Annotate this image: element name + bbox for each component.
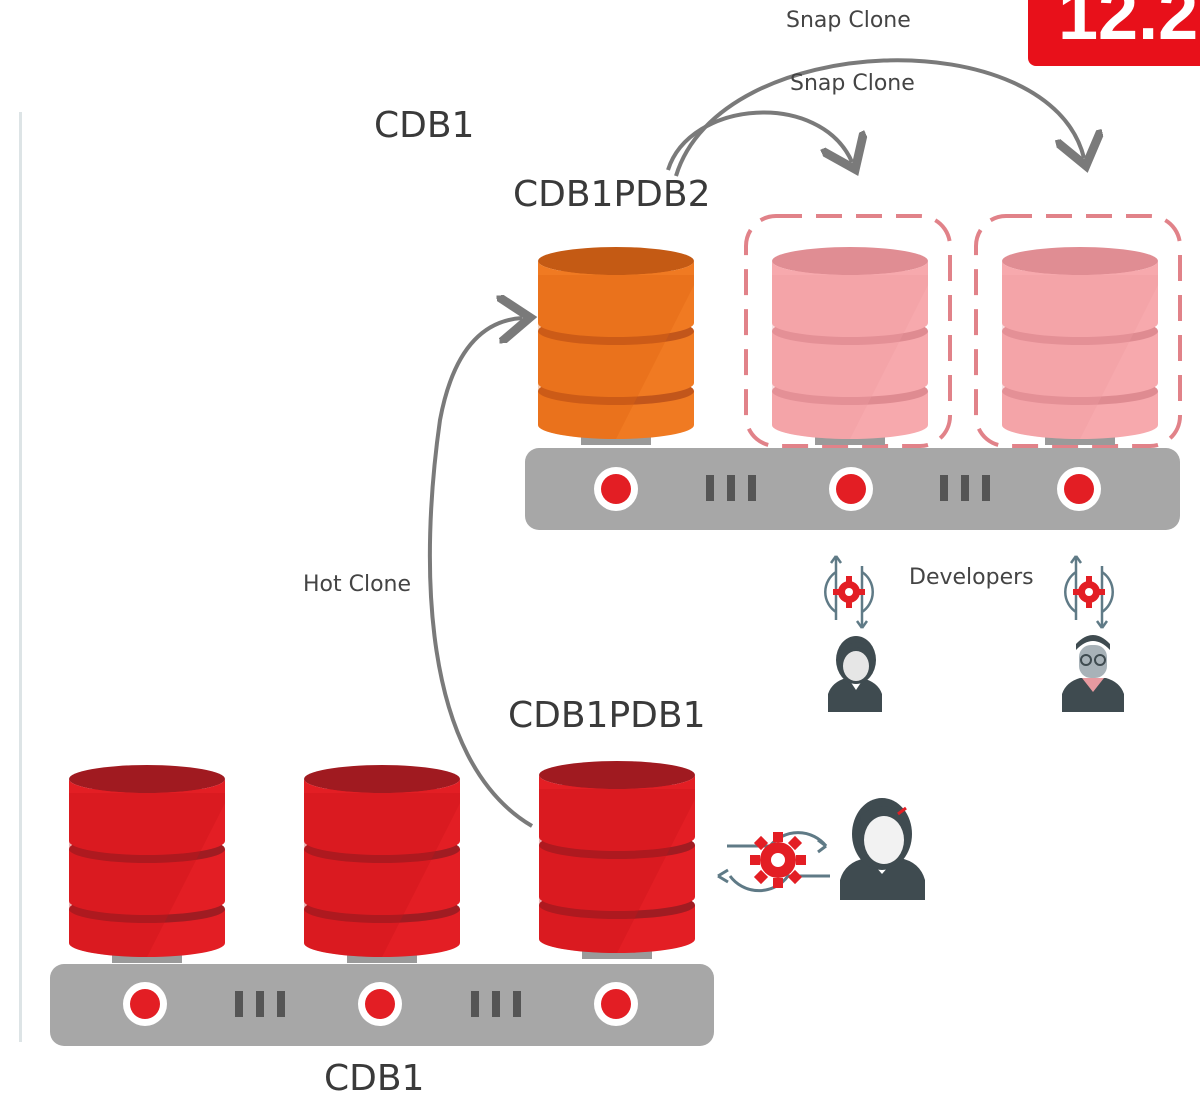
cdb1pdb2-label: CDB1PDB2 — [513, 174, 711, 215]
developer-1-gear-icon — [824, 555, 874, 629]
developers-label: Developers — [909, 565, 1034, 590]
left-divider — [19, 112, 22, 1042]
top-server — [525, 448, 1180, 530]
cdb1pdb1-label: CDB1PDB1 — [508, 695, 706, 736]
hot-clone-label: Hot Clone — [303, 572, 412, 597]
cdb1-db-1-icon — [69, 765, 225, 963]
developer-2-person-icon — [1062, 635, 1124, 712]
bottom-server — [50, 964, 714, 1046]
snap-clone-2-database-icon — [974, 214, 1182, 448]
cdb1pdb2-database-icon — [538, 247, 694, 445]
cdb1-db-2-icon — [304, 765, 460, 963]
admin-gear-cycle-icon — [717, 831, 830, 893]
snap-clone-inner-label: Snap Clone — [790, 71, 915, 96]
snap-clone-outer-arrow — [674, 58, 1084, 177]
cdb1pdb1-database-icon — [539, 761, 695, 959]
version-badge: 12.2 — [1028, 0, 1200, 66]
cdb1-bottom-label: CDB1 — [324, 1058, 425, 1099]
snap-clone-outer-label: Snap Clone — [786, 8, 911, 33]
cdb1-top-label: CDB1 — [374, 105, 475, 146]
snap-clone-inner-arrow — [666, 110, 852, 170]
snap-clone-1-database-icon — [744, 214, 952, 448]
developer-1-person-icon — [828, 636, 882, 712]
developer-2-gear-icon — [1064, 555, 1114, 629]
admin-person-icon — [840, 798, 925, 900]
version-badge-text: 12.2 — [1058, 0, 1199, 55]
hot-clone-arrow — [427, 318, 532, 828]
